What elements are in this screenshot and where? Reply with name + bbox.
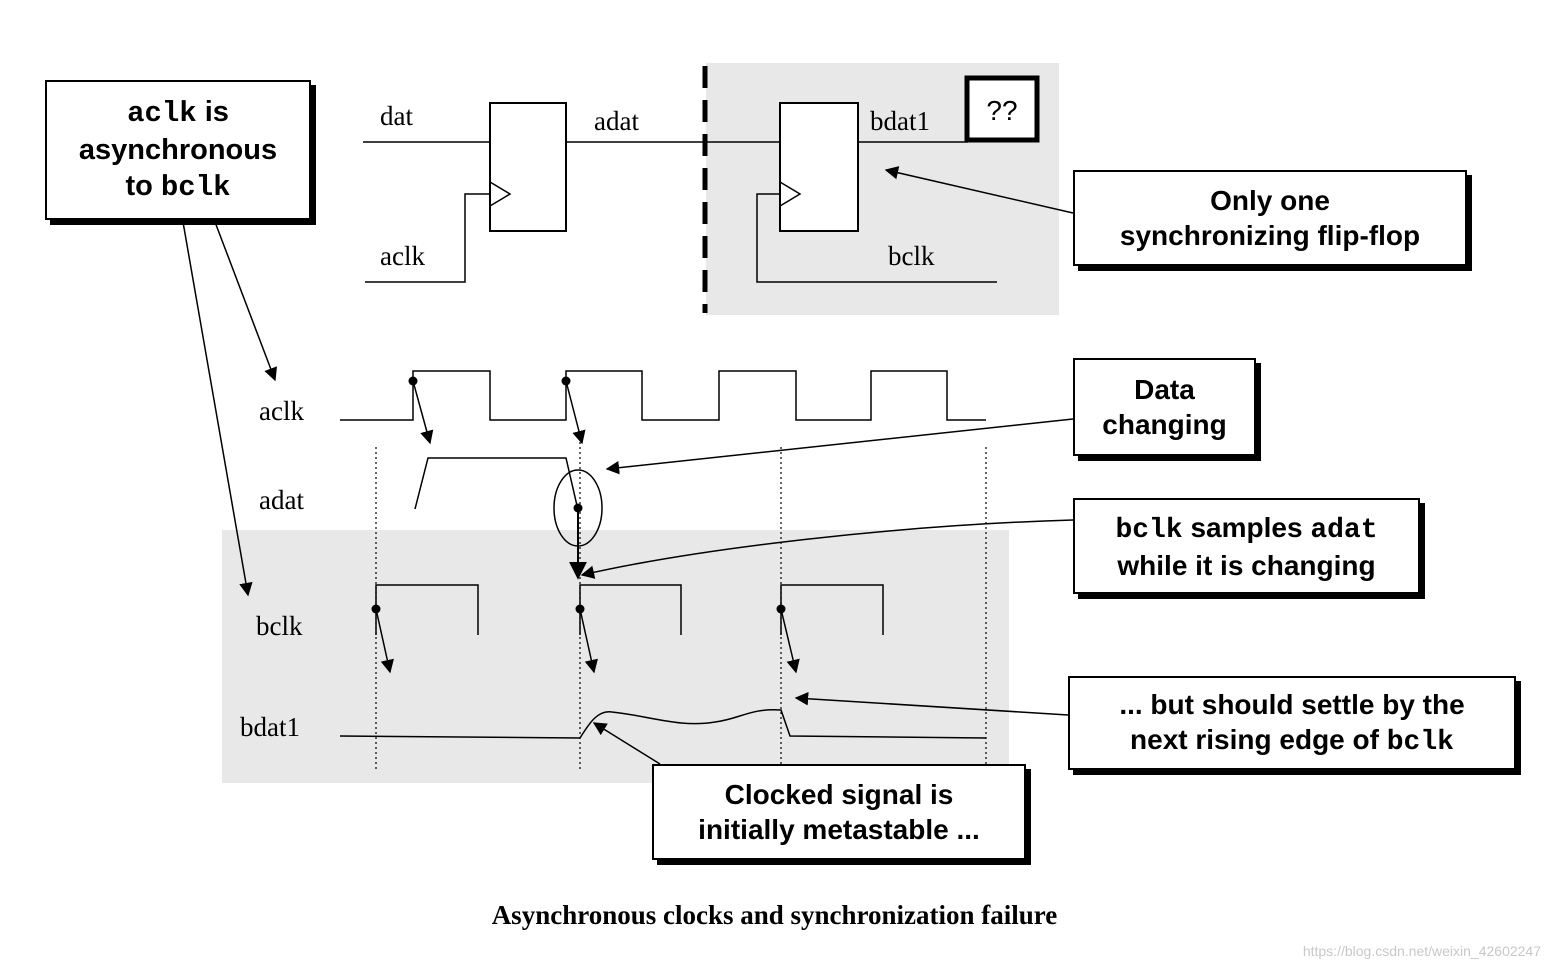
- callout-async-is: is: [196, 95, 229, 128]
- aclk-waveform: [340, 370, 986, 421]
- unknown-box: [964, 75, 1040, 143]
- flip-flop-b: [779, 102, 859, 232]
- signal-label-aclk: aclk: [380, 241, 425, 271]
- callout-samples-adat: adat: [1310, 514, 1378, 546]
- flip-flop-a: [489, 102, 567, 232]
- callout-data-changing-line2: changing: [1102, 409, 1227, 440]
- bclk-timing-shade: [222, 530, 1009, 783]
- callout-settle-bclk: bclk: [1386, 726, 1454, 758]
- unknown-box-label: ??: [986, 95, 1017, 126]
- aclk-edge-arrow-2: [565, 380, 586, 445]
- signal-label-dat: dat: [380, 101, 413, 131]
- callout-samples-line2: while it is changing: [1117, 549, 1376, 581]
- pointer-one-ff: [884, 166, 1074, 214]
- bdat1-waveform: [339, 709, 987, 739]
- bclk-edge-arrow-2: [579, 608, 598, 674]
- pointer-async-to-aclk: [214, 221, 277, 382]
- flip-flop-b-clock-symbol: [779, 181, 802, 207]
- callout-async-to: to: [125, 170, 161, 203]
- bclk-edge-arrow-1: [375, 608, 394, 674]
- figure-caption: Asynchronous clocks and synchronization …: [491, 900, 1058, 930]
- callout-one-flip-flop: Only one synchronizing flip-flop: [1073, 170, 1467, 266]
- timing-label-bclk: bclk: [256, 611, 303, 641]
- wire-bclk: [756, 193, 997, 283]
- pointer-data-changing: [605, 418, 1074, 475]
- callout-async-aclk: aclk: [127, 96, 197, 130]
- callout-metastable-line2: initially metastable ...: [698, 814, 980, 845]
- callout-data-changing: Data changing: [1073, 358, 1256, 456]
- callout-one-ff-line1: Only one: [1210, 185, 1330, 216]
- callout-metastable: Clocked signal is initially metastable .…: [652, 764, 1026, 860]
- callout-samples-text: samples: [1182, 511, 1311, 543]
- callout-async-clocks: aclk is asynchronous to bclk: [45, 80, 311, 220]
- timing-label-bdat1: bdat1: [240, 712, 300, 742]
- wire-aclk: [365, 193, 490, 283]
- pointer-samples: [580, 519, 1074, 579]
- adat-waveform: [414, 457, 579, 511]
- pointer-settle: [794, 692, 1069, 716]
- timing-label-adat: adat: [259, 485, 304, 515]
- callout-samples-bclk: bclk: [1115, 514, 1183, 546]
- signal-label-adat: adat: [594, 106, 639, 136]
- callout-data-changing-line1: Data: [1134, 374, 1195, 405]
- callout-bclk-samples: bclk samples adat while it is changing: [1073, 498, 1420, 594]
- aclk-edge-arrow-1: [412, 380, 434, 445]
- timing-label-aclk: aclk: [259, 396, 304, 426]
- bclk-edge-arrow-3: [780, 608, 800, 674]
- watermark: https://blog.csdn.net/weixin_42602247: [1302, 943, 1541, 959]
- pointer-metastable: [592, 722, 661, 765]
- callout-one-ff-line2: synchronizing flip-flop: [1119, 220, 1421, 251]
- callout-settle-text: next rising edge of: [1130, 723, 1387, 755]
- callout-metastable-line1: Clocked signal is: [724, 779, 954, 810]
- callout-async-bclk: bclk: [160, 171, 231, 205]
- signal-label-bclk: bclk: [888, 241, 935, 271]
- callout-should-settle: ... but should settle by the next rising…: [1068, 676, 1516, 770]
- flip-flop-a-clock-symbol: [489, 181, 512, 207]
- callout-settle-line1: ... but should settle by the: [1119, 688, 1465, 720]
- pointer-async-to-bclk: [182, 221, 253, 597]
- callout-async-line2: asynchronous: [78, 133, 278, 166]
- signal-label-bdat1: bdat1: [870, 106, 930, 136]
